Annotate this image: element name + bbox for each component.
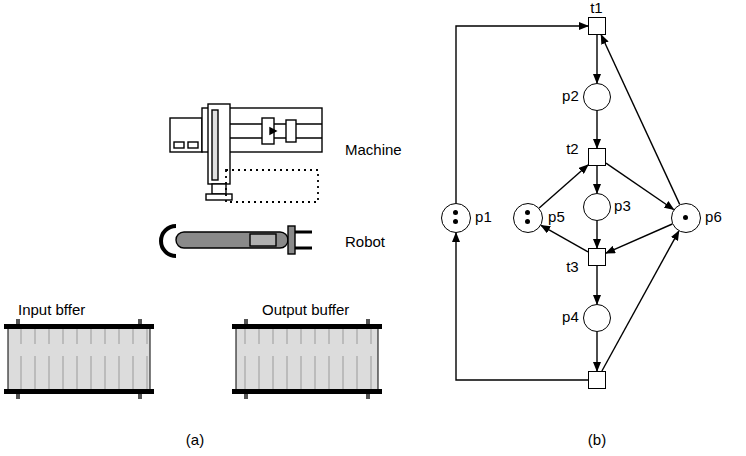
- place-circle: p6: [671, 203, 701, 233]
- petri-arc: [456, 233, 588, 380]
- transition-box: t1: [588, 17, 606, 35]
- place-name: p1: [475, 209, 492, 226]
- robot-drawing: [161, 226, 312, 256]
- place-circle: p2: [583, 83, 611, 111]
- transition-name: t3: [566, 259, 579, 276]
- petri-arc: [596, 221, 597, 248]
- place-name: p6: [705, 209, 722, 226]
- panel-label: (b): [588, 432, 606, 449]
- token-dot: [525, 210, 530, 215]
- transition-name: t2: [566, 141, 579, 158]
- part-label: Machine: [345, 142, 402, 159]
- token-dot: [453, 210, 458, 215]
- transition-box: t3: [588, 248, 606, 266]
- petri-arc: [596, 266, 597, 304]
- token-dot: [453, 219, 458, 224]
- petri-arc: [596, 111, 597, 148]
- token-dot: [683, 215, 688, 220]
- petri-arc: [602, 231, 679, 371]
- machine-drawing: [170, 104, 322, 202]
- panel-label: (a): [186, 432, 204, 449]
- transition-name: t1: [590, 0, 603, 17]
- token-dot: [525, 219, 530, 224]
- petri-arc: [456, 26, 588, 203]
- transition-box: [588, 371, 606, 389]
- place-circle: p3: [583, 193, 611, 221]
- place-name: p3: [614, 198, 631, 215]
- output-buffer-drawing: [232, 319, 382, 399]
- place-circle: p5: [513, 203, 543, 233]
- part-label: Output buffer: [262, 302, 349, 319]
- place-name: p4: [562, 309, 579, 326]
- place-circle: p4: [583, 304, 611, 332]
- place-circle: p1: [441, 203, 471, 233]
- petri-arc: [596, 332, 597, 371]
- part-label: Input bffer: [18, 302, 85, 319]
- part-label: Robot: [345, 234, 385, 251]
- input-buffer-drawing: [4, 319, 154, 399]
- place-name: p2: [562, 88, 579, 105]
- petri-arc: [539, 165, 588, 208]
- petri-arc: [596, 166, 597, 193]
- petri-arc: [596, 35, 597, 83]
- transition-box: t2: [588, 148, 606, 166]
- place-name: p5: [548, 209, 565, 226]
- petri-arc: [541, 225, 588, 252]
- petri-arc: [601, 35, 680, 204]
- petri-arc: [606, 224, 672, 253]
